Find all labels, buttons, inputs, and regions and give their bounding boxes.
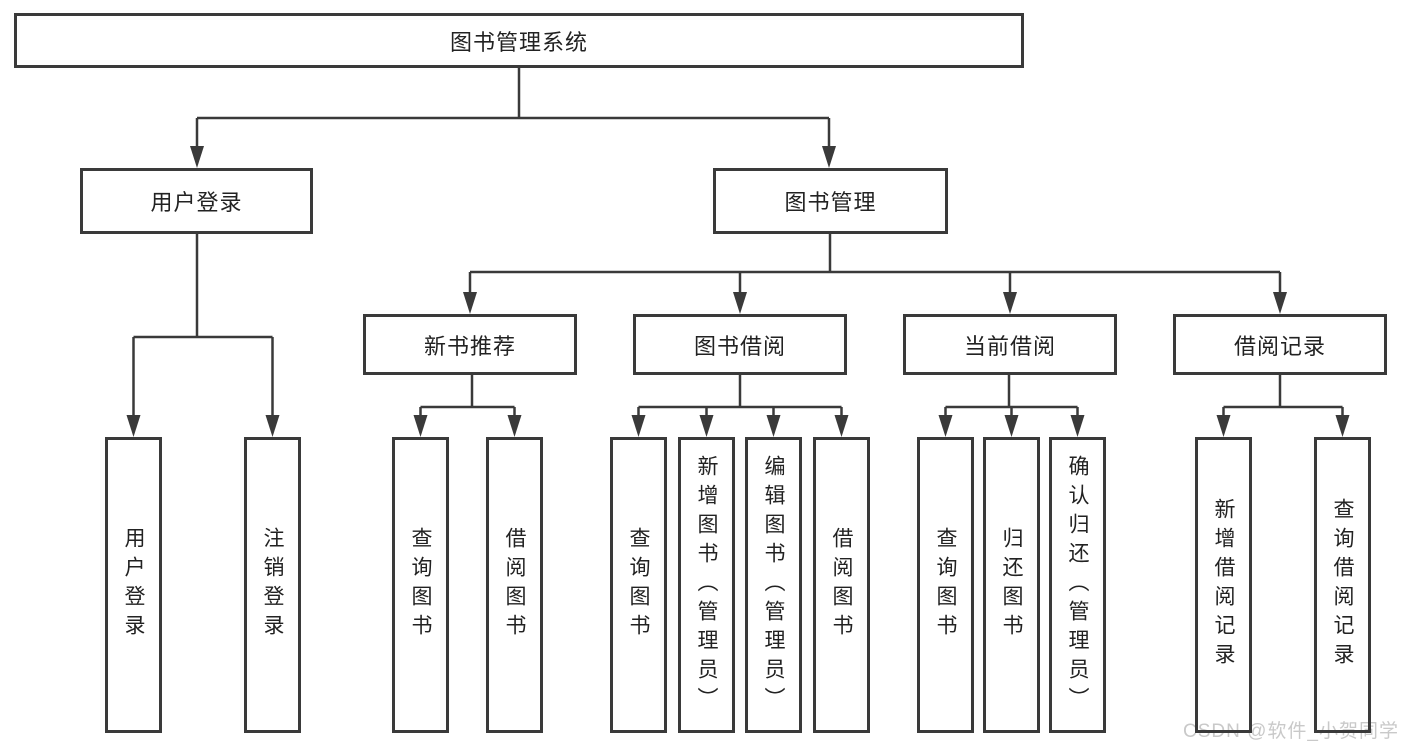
- node-label: 图书借阅: [693, 333, 786, 359]
- arrow-icon: [822, 146, 836, 168]
- leaf-label: 注销登录: [261, 527, 284, 643]
- arrow-icon: [1335, 415, 1350, 437]
- leaf-user-login: 用户登录: [105, 437, 162, 733]
- leaf-current-query-books: 查询图书: [917, 437, 974, 733]
- arrow-icon: [1273, 292, 1287, 314]
- leaf-label: 新增图书（管理员）: [695, 454, 718, 716]
- node-user-login-group: 用户登录: [80, 168, 313, 234]
- connector-user-login-to-leaves: [132, 234, 274, 419]
- node-borrow-records: 借阅记录: [1173, 314, 1387, 375]
- node-label: 当前借阅: [963, 333, 1056, 359]
- leaf-label: 查询借阅记录: [1331, 498, 1354, 672]
- arrow-icon: [265, 415, 280, 437]
- leaf-label: 借阅图书: [503, 527, 526, 643]
- arrow-icon: [1003, 292, 1017, 314]
- leaf-label: 新增借阅记录: [1212, 498, 1235, 672]
- node-new-book-recommend: 新书推荐: [363, 314, 577, 375]
- leaf-recommend-borrow-books: 借阅图书: [486, 437, 543, 733]
- node-label: 图书管理: [784, 190, 877, 215]
- leaf-logout: 注销登录: [244, 437, 301, 733]
- arrow-icon: [733, 292, 747, 314]
- arrow-icon: [1216, 415, 1231, 437]
- leaf-label: 查询图书: [627, 527, 650, 643]
- arrow-icon: [190, 146, 204, 168]
- arrow-icon: [631, 415, 646, 437]
- arrow-icon: [766, 415, 781, 437]
- leaf-label: 借阅图书: [830, 527, 853, 643]
- arrow-icon: [699, 415, 714, 437]
- node-label: 新书推荐: [423, 333, 516, 359]
- connector-root-to-level2: [195, 68, 831, 150]
- leaf-label: 确认归还（管理员）: [1066, 454, 1089, 716]
- arrow-icon: [938, 415, 953, 437]
- leaf-label: 编辑图书（管理员）: [762, 454, 785, 716]
- leaf-borrowing-query-books: 查询图书: [610, 437, 667, 733]
- node-library-system: 图书管理系统: [14, 13, 1024, 68]
- arrow-icon: [1070, 415, 1085, 437]
- leaf-borrowing-add-book-admin: 新增图书（管理员）: [678, 437, 735, 733]
- arrowheads: [126, 146, 1350, 437]
- leaf-current-return-books: 归还图书: [983, 437, 1040, 733]
- leaf-label: 查询图书: [409, 527, 432, 643]
- node-book-borrowing: 图书借阅: [633, 314, 847, 375]
- leaf-label: 归还图书: [1000, 527, 1023, 643]
- connector-current-borrowing-to-leaves: [944, 375, 1079, 419]
- leaf-records-query-record: 查询借阅记录: [1314, 437, 1371, 733]
- arrow-icon: [1004, 415, 1019, 437]
- leaf-records-add-record: 新增借阅记录: [1195, 437, 1252, 733]
- leaf-borrowing-edit-book-admin: 编辑图书（管理员）: [745, 437, 802, 733]
- arrow-icon: [126, 415, 141, 437]
- connector-borrow-records-to-leaves: [1222, 375, 1344, 419]
- node-label: 用户登录: [150, 190, 243, 215]
- watermark-text: CSDN @软件_小贺同学: [1183, 721, 1399, 742]
- arrow-icon: [413, 415, 428, 437]
- leaf-label: 用户登录: [122, 527, 145, 643]
- node-label: 借阅记录: [1233, 333, 1326, 359]
- node-book-management: 图书管理: [713, 168, 948, 234]
- connector-new-book-recommend-to-leaves: [419, 375, 516, 419]
- arrow-icon: [507, 415, 522, 437]
- leaf-current-confirm-return-admin: 确认归还（管理员）: [1049, 437, 1106, 733]
- leaf-label: 查询图书: [934, 527, 957, 643]
- connector-book-management-to-level3: [468, 234, 1282, 296]
- node-current-borrowing: 当前借阅: [903, 314, 1117, 375]
- leaf-borrowing-borrow-books: 借阅图书: [813, 437, 870, 733]
- arrow-icon: [834, 415, 849, 437]
- connector-book-borrowing-to-leaves: [637, 375, 843, 419]
- node-label: 图书管理系统: [449, 29, 588, 55]
- leaf-recommend-query-books: 查询图书: [392, 437, 449, 733]
- arrow-icon: [463, 292, 477, 314]
